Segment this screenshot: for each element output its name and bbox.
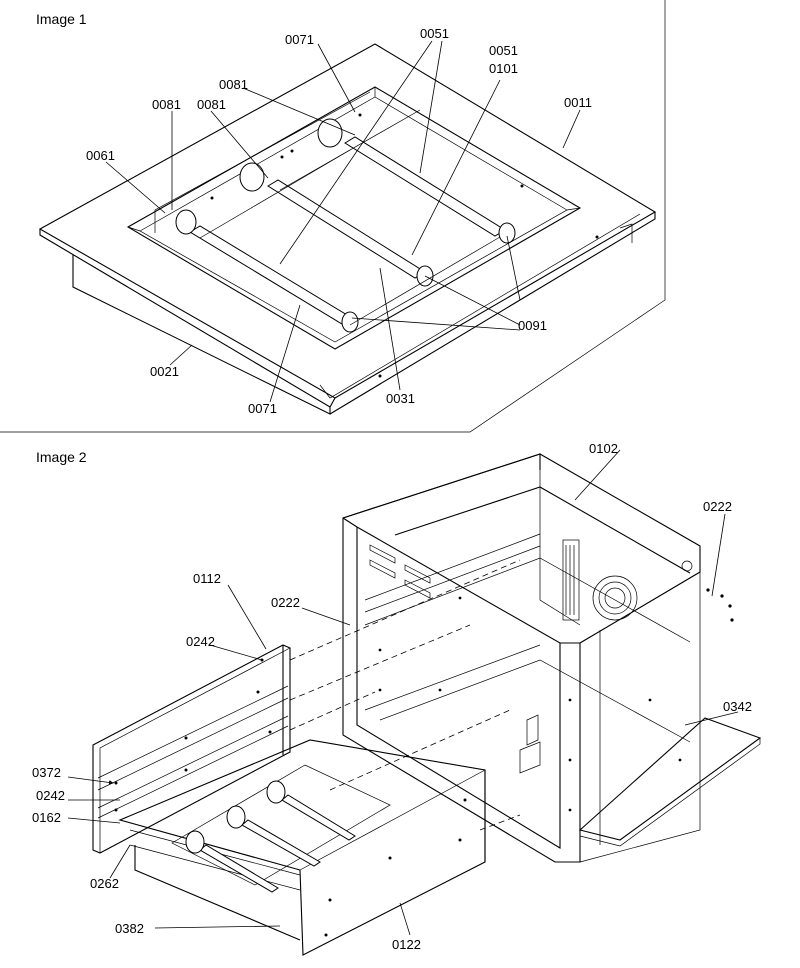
- bottom-tray: [578, 717, 762, 841]
- label-0051-right: 0051: [489, 43, 518, 58]
- label-0081-left: 0081: [152, 97, 181, 112]
- drawer-assembly: [118, 739, 486, 956]
- image1-title: Image 1: [36, 11, 87, 27]
- label-0071-top: 0071: [285, 32, 314, 47]
- label-0031: 0031: [386, 391, 415, 406]
- image2-panel: Image 2: [32, 441, 762, 956]
- label-0051-top: 0051: [420, 26, 449, 41]
- image2-title: Image 2: [36, 449, 87, 465]
- image1-frame: [0, 0, 666, 433]
- label-0101: 0101: [489, 61, 518, 76]
- label-0061: 0061: [86, 148, 115, 163]
- side-panel: [92, 644, 291, 854]
- heating-tube-front: [175, 209, 359, 333]
- heating-tube-middle: [239, 162, 434, 287]
- label-0071-bottom: 0071: [248, 401, 277, 416]
- label-0342: 0342: [723, 699, 752, 714]
- label-0222-left: 0222: [271, 595, 300, 610]
- oven-frame: [342, 453, 762, 863]
- fan-grille: [592, 575, 638, 621]
- image1-panel: Image 1: [0, 0, 666, 433]
- top-panel: [38, 43, 657, 399]
- label-0011: 0011: [564, 95, 592, 110]
- label-0122: 0122: [392, 937, 421, 952]
- label-0262: 0262: [90, 876, 119, 891]
- label-0162: 0162: [32, 810, 61, 825]
- label-0091: 0091: [518, 318, 547, 333]
- label-0081-middle: 0081: [197, 97, 226, 112]
- label-0021: 0021: [150, 364, 179, 379]
- label-0242-top: 0242: [186, 634, 215, 649]
- label-0222-right: 0222: [703, 499, 732, 514]
- label-0242-bottom: 0242: [36, 788, 65, 803]
- label-0081-top: 0081: [219, 77, 248, 92]
- label-0102: 0102: [589, 441, 618, 456]
- heating-tube-back: [317, 118, 516, 244]
- label-0372: 0372: [32, 765, 61, 780]
- label-0112: 0112: [193, 571, 221, 586]
- label-0382: 0382: [115, 921, 144, 936]
